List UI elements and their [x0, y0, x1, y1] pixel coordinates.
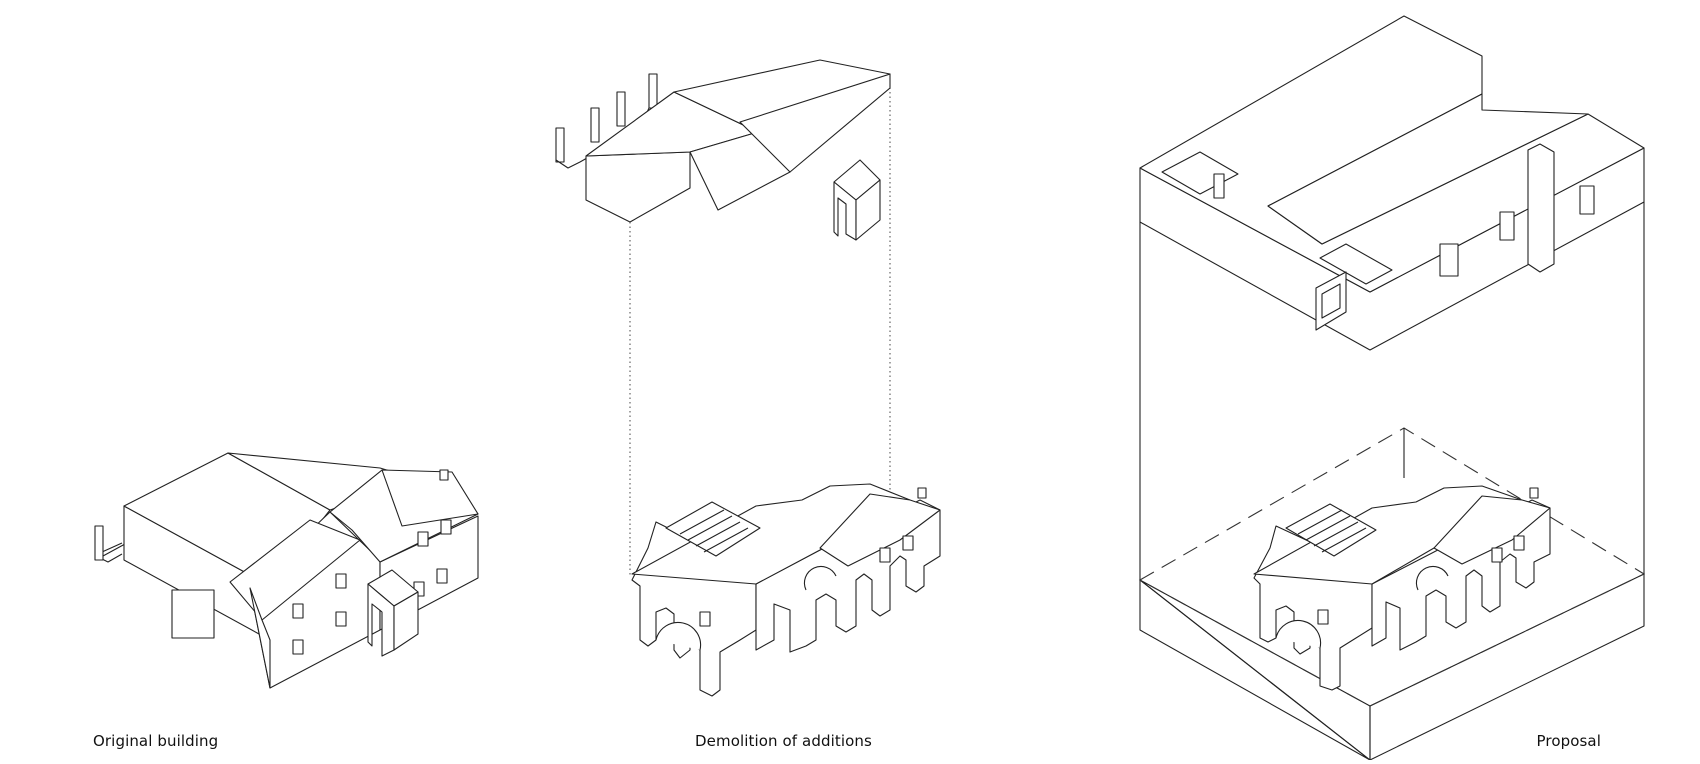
original-building-drawing: [94, 452, 479, 689]
roof-slats: [679, 509, 749, 553]
site-plinth: [1138, 427, 1646, 761]
removed-roof: [585, 59, 891, 223]
new-volume: [1139, 15, 1645, 351]
retained-house-walls: [631, 483, 941, 697]
porch: [367, 569, 419, 657]
caption-proposal: Proposal: [1536, 732, 1601, 750]
main-house: [229, 469, 479, 689]
caption-demolition-of-additions: Demolition of additions: [695, 732, 872, 750]
removed-fence-posts: [555, 73, 658, 169]
caption-original-building: Original building: [93, 732, 219, 750]
proposal-drawing: [1138, 15, 1646, 761]
demolition-drawing: [555, 59, 941, 697]
proposal-house: [1253, 485, 1551, 691]
removed-porch: [833, 159, 881, 241]
